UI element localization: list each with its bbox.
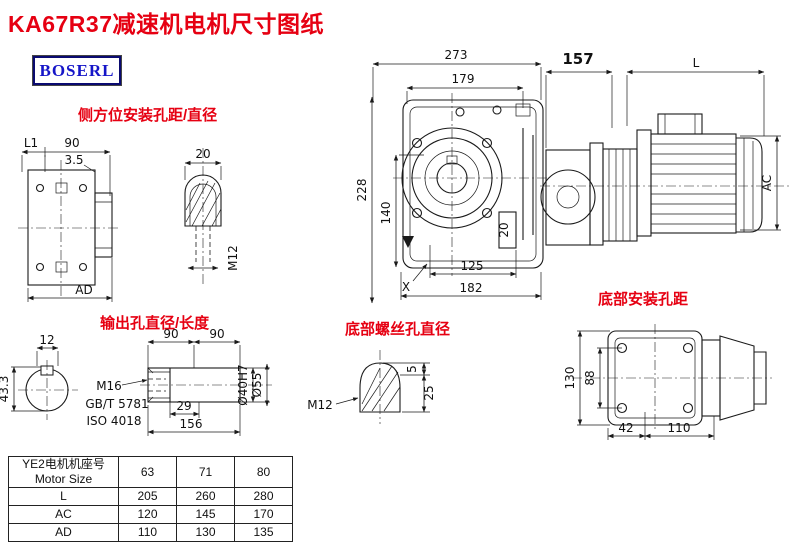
dim-l: L — [693, 56, 700, 70]
dim-182: 182 — [460, 281, 483, 295]
mount-hole — [616, 342, 628, 354]
table-header-row: YE2电机机座号 Motor Size 63 71 80 — [8, 456, 293, 488]
bottom-screw-detail: 5 25 M12 — [307, 350, 436, 424]
table-row-ad: AD 110 130 135 — [8, 523, 293, 542]
dim-25: 25 — [422, 385, 436, 400]
table-header-motor-size: YE2电机机座号 Motor Size — [8, 456, 119, 488]
dim-ac: AC — [760, 175, 774, 191]
dim-157: 157 — [562, 50, 593, 68]
row-label-l: L — [8, 487, 119, 506]
dim-90b: 90 — [209, 327, 224, 341]
dim-m12-bottom: M12 — [307, 398, 333, 412]
cell-ad-80: 135 — [234, 523, 293, 542]
oil-plug-mark — [402, 236, 414, 248]
dim-90: 90 — [64, 136, 79, 150]
cell-ad-71: 130 — [176, 523, 235, 542]
motor-size-table: YE2电机机座号 Motor Size 63 71 80 L 205 260 2… — [8, 456, 293, 542]
hole-profile — [184, 174, 222, 227]
motor-view: 157 L AC — [540, 50, 792, 246]
brand-logo: BOSERL — [32, 55, 122, 86]
cell-l-71: 260 — [176, 487, 235, 506]
dim-l1: L1 — [24, 136, 38, 150]
dim-156: 156 — [180, 417, 203, 431]
bolt-hole — [35, 262, 45, 272]
cell-ad-63: 110 — [118, 523, 177, 542]
terminal-box — [657, 113, 703, 135]
label-bottom-mount-holes: 底部安装孔距 — [598, 291, 689, 308]
dim-29: 29 — [176, 399, 191, 413]
mount-hole — [682, 402, 694, 414]
motor-flange — [636, 129, 652, 237]
table-size-80: 80 — [234, 456, 293, 488]
label-bottom-screw-hole: 底部螺丝孔直径 — [345, 321, 451, 338]
bolt-hole — [35, 183, 45, 193]
dim-42: 42 — [618, 421, 633, 435]
table-size-63: 63 — [118, 456, 177, 488]
bottom-mount-view: 130 88 42 110 — [563, 324, 772, 440]
dim-m12-side: M12 — [226, 245, 240, 271]
cell-l-80: 280 — [234, 487, 293, 506]
row-label-ad: AD — [8, 523, 119, 542]
cell-ac-80: 170 — [234, 505, 293, 524]
std-iso: ISO 4018 — [87, 414, 142, 428]
dim-x: X — [402, 280, 410, 294]
table-header-line1: YE2电机机座号 — [22, 457, 105, 471]
dim-m16: M16 — [96, 379, 122, 393]
cell-ac-71: 145 — [176, 505, 235, 524]
motor-body — [650, 133, 737, 234]
label-output-hole: 输出孔直径/长度 — [100, 315, 210, 332]
fan-cover — [736, 137, 763, 233]
dim-5: 5 — [405, 365, 419, 373]
dim-130: 130 — [563, 367, 577, 390]
label-side-mount-holes: 侧方位安装孔距/直径 — [78, 107, 218, 124]
dim-125: 125 — [461, 259, 484, 273]
table-row-l: L 205 260 280 — [8, 487, 293, 506]
cell-l-63: 205 — [118, 487, 177, 506]
dim-12: 12 — [39, 333, 54, 347]
dim-d55: Ø55 — [250, 373, 264, 398]
row-label-ac: AC — [8, 505, 119, 524]
dim-3-5: 3.5 — [64, 153, 83, 167]
page-title: KA67R37减速机电机尺寸图纸 — [8, 11, 324, 37]
dim-ad: AD — [75, 283, 92, 297]
table-size-71: 71 — [176, 456, 235, 488]
bolt-hole — [78, 183, 88, 193]
cell-ac-63: 120 — [118, 505, 177, 524]
dim-179: 179 — [452, 72, 475, 86]
dim-90a: 90 — [163, 327, 178, 341]
table-row-ac: AC 120 145 170 — [8, 505, 293, 524]
dim-20-key: 20 — [497, 222, 511, 237]
housing-outline — [402, 99, 544, 269]
dim-d40: Ø40H7 — [236, 364, 250, 405]
side-view: L1 90 3.5 AD — [18, 136, 120, 302]
dim-43-3: 43.3 — [0, 376, 11, 403]
mount-hole — [616, 402, 628, 414]
dim-273: 273 — [445, 48, 468, 62]
dim-140: 140 — [379, 202, 393, 225]
shaft-view: 12 43.3 90 90 M16 — [0, 327, 272, 436]
main-view: 273 179 228 140 — [355, 48, 548, 304]
table-header-line2: Motor Size — [34, 472, 93, 486]
reducer-side — [545, 149, 591, 246]
dim-228: 228 — [355, 179, 369, 202]
dim-110: 110 — [668, 421, 691, 435]
side-mount-detail: 20 M12 — [184, 147, 240, 286]
bolt-hole — [78, 262, 88, 272]
std-gbt: GB/T 5781 — [85, 397, 148, 411]
mount-hole — [682, 342, 694, 354]
